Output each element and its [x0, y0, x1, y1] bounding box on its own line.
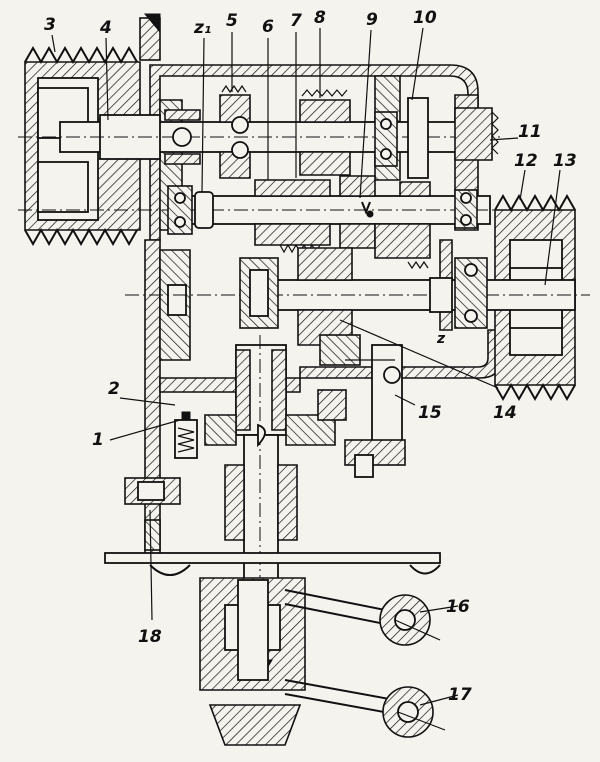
- gear-5: [219, 84, 251, 179]
- label-5: 5: [226, 11, 238, 31]
- label-18: 18: [138, 627, 162, 647]
- label-6: 6: [262, 17, 274, 37]
- middle-shaft: [18, 175, 500, 270]
- label-11: 11: [518, 122, 542, 142]
- bearing-top-right: [374, 97, 429, 179]
- label-16: 16: [446, 597, 470, 617]
- label-12: 12: [514, 151, 538, 171]
- label-9: 9: [366, 10, 378, 30]
- label-3: 3: [44, 15, 56, 35]
- base-plate: [104, 552, 441, 576]
- label-1: 1: [92, 430, 104, 450]
- label-15: 15: [418, 403, 442, 423]
- handle-17: [284, 679, 446, 738]
- label-17: 17: [448, 685, 472, 705]
- label-z: z: [436, 331, 446, 347]
- gear-block-8: [299, 89, 351, 176]
- detent-spring-1: [174, 411, 198, 459]
- bearing-middle-left: [167, 185, 193, 235]
- label-7: 7: [290, 11, 302, 31]
- label-10: 10: [413, 8, 437, 28]
- handle-16: [284, 589, 441, 646]
- label-2: 2: [108, 379, 120, 399]
- gear-11: [454, 107, 499, 161]
- label-z1: z₁: [193, 18, 211, 38]
- label-8: 8: [314, 8, 326, 28]
- bolt-18: [124, 477, 181, 551]
- shift-mechanism-15: [317, 334, 406, 478]
- leader-lines: [51, 27, 561, 706]
- label-14: 14: [493, 403, 517, 423]
- vertical-spindle: [204, 335, 336, 690]
- label-4: 4: [99, 18, 112, 38]
- label-13: 13: [553, 151, 577, 171]
- lower-spindle-head: [199, 577, 306, 746]
